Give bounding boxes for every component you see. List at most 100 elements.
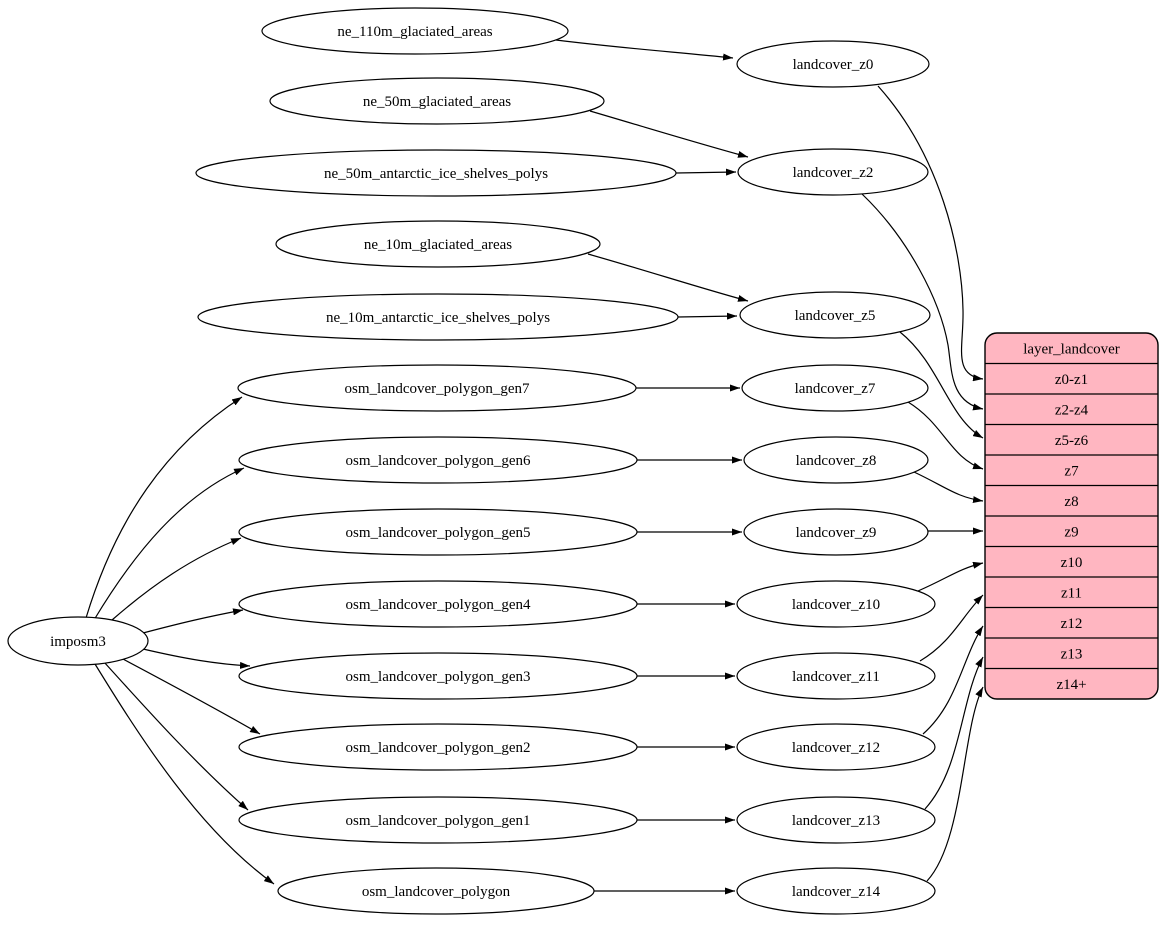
node-landcover-z7: landcover_z7: [741, 364, 929, 412]
node-ellipse: [277, 867, 595, 915]
node-label: landcover_z10: [792, 597, 880, 613]
node-label: ne_50m_antarctic_ice_shelves_polys: [324, 166, 548, 182]
table-row-z10: z10: [1061, 555, 1083, 571]
node-label: landcover_z2: [793, 165, 874, 181]
edge-landcover-z7-to-z7: [907, 401, 984, 470]
node-landcover-z11: landcover_z11: [736, 652, 936, 700]
node-landcover-z8: landcover_z8: [743, 436, 929, 484]
table-row-z13: z13: [1061, 646, 1083, 662]
node-landcover-z0: landcover_z0: [736, 40, 930, 88]
node-label: landcover_z9: [796, 525, 877, 541]
node-osm-landcover-polygon: osm_landcover_polygon: [277, 867, 595, 915]
node-ellipse: [269, 77, 605, 125]
node-ellipse: [737, 148, 929, 196]
node-label: ne_10m_glaciated_areas: [364, 237, 512, 253]
node-landcover-z13: landcover_z13: [736, 796, 936, 844]
edges-layer: [85, 39, 984, 895]
edge-ne-110m-glaciated-areas-to-landcover-z0: [555, 39, 734, 61]
node-label: landcover_z11: [792, 669, 880, 685]
table-row-z5-z6: z5-z6: [1055, 433, 1089, 449]
edge-imposm3-to-osm-landcover-polygon-gen1: [103, 661, 249, 811]
node-label: landcover_z0: [793, 57, 874, 73]
node-ellipse: [736, 723, 936, 771]
node-osm-landcover-polygon-gen4: osm_landcover_polygon_gen4: [238, 580, 638, 628]
table-row-z2-z4: z2-z4: [1055, 402, 1089, 418]
node-osm-landcover-polygon-gen5: osm_landcover_polygon_gen5: [238, 508, 638, 556]
node-label: osm_landcover_polygon_gen1: [346, 813, 531, 829]
edge-imposm3-to-osm-landcover-polygon-gen4: [142, 608, 244, 634]
node-ne-10m-antarctic-ice-shelves-polys: ne_10m_antarctic_ice_shelves_polys: [197, 293, 679, 341]
node-ellipse: [736, 867, 936, 915]
node-osm-landcover-polygon-gen6: osm_landcover_polygon_gen6: [238, 436, 638, 484]
node-label: landcover_z5: [795, 308, 876, 324]
edge-ne-10m-antarctic-ice-shelves-polys-to-landcover-z5: [677, 312, 738, 320]
edge-imposm3-to-osm-landcover-polygon: [94, 663, 275, 885]
edge-imposm3-to-osm-landcover-polygon-gen3: [142, 648, 251, 669]
node-ne-10m-glaciated-areas: ne_10m_glaciated_areas: [275, 220, 601, 268]
node-ellipse: [7, 616, 149, 666]
table-row-z12: z12: [1061, 616, 1083, 632]
node-ne-50m-antarctic-ice-shelves-polys: ne_50m_antarctic_ice_shelves_polys: [195, 149, 677, 197]
node-ellipse: [238, 580, 638, 628]
node-label: ne_110m_glaciated_areas: [337, 24, 492, 40]
edge-landcover-z5-to-z5-z6: [899, 331, 984, 439]
node-label: osm_landcover_polygon_gen2: [346, 740, 531, 756]
node-imposm3: imposm3: [7, 616, 149, 666]
edge-landcover-z8-to-z8: [913, 471, 984, 503]
node-label: landcover_z14: [792, 884, 881, 900]
node-label: imposm3: [50, 634, 106, 650]
table-row-z7: z7: [1064, 463, 1079, 479]
node-ellipse: [238, 652, 638, 700]
edge-imposm3-to-osm-landcover-polygon-gen5: [111, 537, 242, 621]
edge-ne-50m-glaciated-areas-to-landcover-z2: [589, 110, 749, 158]
node-label: osm_landcover_polygon_gen7: [345, 381, 530, 397]
node-ellipse: [739, 291, 931, 339]
node-ellipse: [238, 723, 638, 771]
table-row-z9: z9: [1064, 524, 1078, 540]
edge-landcover-z11-to-z11: [919, 594, 984, 662]
table-row-z11: z11: [1061, 585, 1082, 601]
node-landcover-z5: landcover_z5: [739, 291, 931, 339]
node-ellipse: [743, 508, 929, 556]
node-osm-landcover-polygon-gen2: osm_landcover_polygon_gen2: [238, 723, 638, 771]
table-row-z8: z8: [1064, 494, 1078, 510]
node-ellipse: [743, 436, 929, 484]
node-ne-110m-glaciated-areas: ne_110m_glaciated_areas: [261, 7, 569, 55]
edge-landcover-z0-to-z0-z1: [877, 85, 984, 382]
node-ellipse: [197, 293, 679, 341]
edge-imposm3-to-osm-landcover-polygon-gen2: [120, 657, 261, 735]
node-ellipse: [736, 796, 936, 844]
node-osm-landcover-polygon-gen7: osm_landcover_polygon_gen7: [237, 364, 637, 412]
node-osm-landcover-polygon-gen3: osm_landcover_polygon_gen3: [238, 652, 638, 700]
node-landcover-z14: landcover_z14: [736, 867, 936, 915]
node-label: osm_landcover_polygon_gen4: [346, 597, 531, 613]
edge-ne-10m-glaciated-areas-to-landcover-z5: [587, 253, 749, 302]
edge-landcover-z2-to-z2-z4: [861, 193, 984, 411]
edge-imposm3-to-osm-landcover-polygon-gen6: [93, 467, 245, 621]
node-ne-50m-glaciated-areas: ne_50m_glaciated_areas: [269, 77, 605, 125]
node-label: landcover_z12: [792, 740, 880, 756]
node-ellipse: [195, 149, 677, 197]
edge-ne-50m-antarctic-ice-shelves-polys-to-landcover-z2: [675, 168, 737, 176]
node-ellipse: [275, 220, 601, 268]
node-ellipse: [736, 652, 936, 700]
node-landcover-z12: landcover_z12: [736, 723, 936, 771]
node-ellipse: [741, 364, 929, 412]
edge-landcover-z14-to-z14: [926, 686, 984, 882]
table-row-z0-z1: z0-z1: [1055, 372, 1088, 388]
node-label: ne_10m_antarctic_ice_shelves_polys: [326, 310, 550, 326]
table-title: layer_landcover: [1023, 341, 1120, 357]
node-ellipse: [238, 796, 638, 844]
table-row-z14: z14+: [1056, 677, 1086, 693]
node-ellipse: [736, 40, 930, 88]
node-osm-landcover-polygon-gen1: osm_landcover_polygon_gen1: [238, 796, 638, 844]
node-label: osm_landcover_polygon_gen5: [346, 525, 531, 541]
node-landcover-z10: landcover_z10: [736, 580, 936, 628]
node-ellipse: [238, 436, 638, 484]
node-label: landcover_z13: [792, 813, 880, 829]
nodes-layer: imposm3 ne_110m_glaciated_areas ne_50m_gla…: [7, 7, 936, 915]
node-label: osm_landcover_polygon_gen3: [346, 669, 531, 685]
edge-landcover-z13-to-z13: [924, 656, 984, 810]
